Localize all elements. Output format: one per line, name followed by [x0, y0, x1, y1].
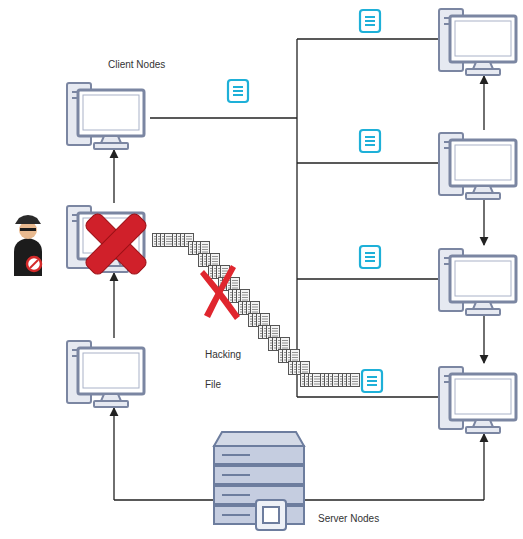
server-icon: [214, 432, 304, 530]
document-icon: [360, 246, 380, 268]
attack-label: Hacking File: [205, 340, 241, 400]
document-icon: [360, 10, 380, 32]
document-icon: [360, 130, 380, 152]
client-computer: [439, 133, 516, 199]
computer-icons: [67, 9, 516, 433]
client-computer: [67, 83, 144, 149]
document-icons: [228, 10, 382, 392]
blocked-cross: [83, 211, 148, 276]
network-wires: [114, 39, 484, 500]
document-icon: [362, 370, 382, 392]
client-computer: [67, 341, 144, 407]
document-icon: [228, 80, 248, 102]
hacking-file-stream: [153, 234, 360, 387]
hacker-figure: [14, 215, 42, 276]
group-label: Server Nodes: [318, 513, 379, 525]
client-computer: [439, 249, 516, 315]
group-label: Client Nodes: [108, 59, 165, 71]
client-computer: [439, 367, 516, 433]
client-computer: [439, 9, 516, 75]
blocked-cross: [200, 265, 240, 320]
